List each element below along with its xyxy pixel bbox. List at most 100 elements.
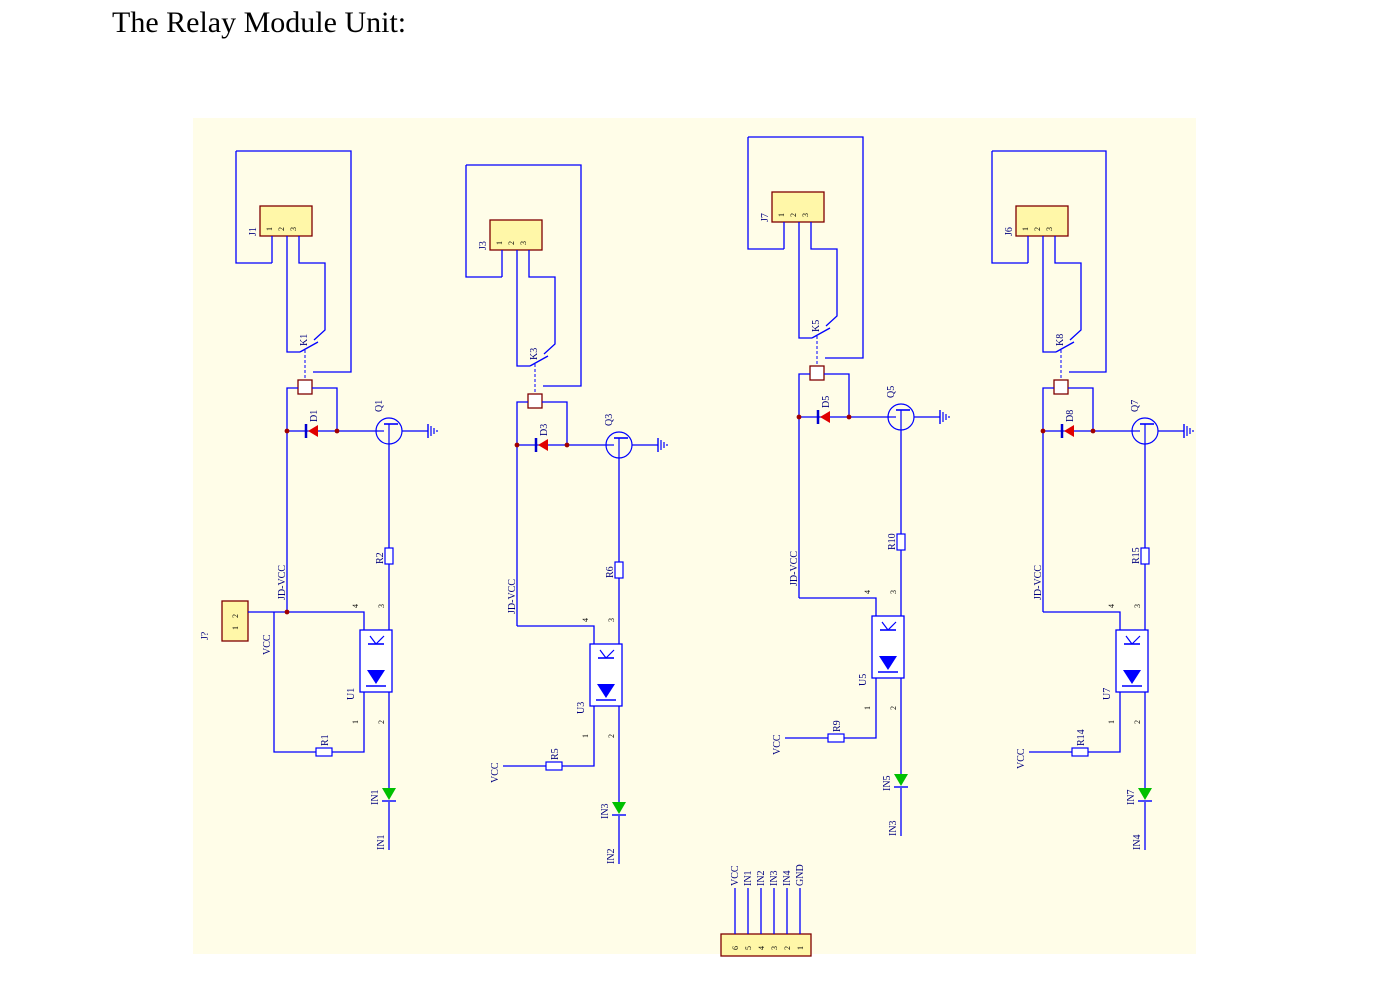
power-connector-body xyxy=(221,600,249,642)
led-resistor xyxy=(1071,747,1089,757)
base-resistor-ref: R2 xyxy=(375,552,386,564)
opto-led xyxy=(367,670,385,684)
opto-transistor xyxy=(369,635,377,645)
relay-ref: K1 xyxy=(299,334,310,346)
transistor-ref: Q5 xyxy=(886,386,897,398)
opto-supply-wire xyxy=(517,625,595,644)
opto-pin-number: 4 xyxy=(1107,604,1116,608)
led-resistor-wire xyxy=(562,706,595,767)
optocoupler xyxy=(1115,629,1149,693)
terminal-pin-number: 1 xyxy=(777,213,786,217)
relay-switch xyxy=(529,355,549,367)
vcc-net-label: VCC xyxy=(490,762,501,783)
diode-ref: D3 xyxy=(539,424,550,436)
terminal-lead xyxy=(298,236,326,341)
transistor-ref: Q3 xyxy=(604,414,615,426)
flyback-diode xyxy=(534,438,548,452)
diode-body xyxy=(820,411,830,423)
opto-pin-number: 2 xyxy=(607,734,616,738)
terminal-lead xyxy=(286,236,300,353)
ground-icon xyxy=(427,424,438,438)
optocoupler xyxy=(871,615,905,679)
power-connector-pin: 2 xyxy=(231,614,240,618)
transistor-ref: Q7 xyxy=(1130,400,1141,412)
terminal-lead xyxy=(528,250,556,355)
supply-net-label: JD-VCC xyxy=(507,579,518,614)
terminal-lead xyxy=(798,222,812,339)
relay-switch xyxy=(299,341,319,353)
terminal-body xyxy=(1015,205,1069,237)
junction-dot xyxy=(514,442,520,448)
led-resistor-ref: R5 xyxy=(550,748,561,760)
relay-frame xyxy=(747,137,784,250)
header-pin-number: 5 xyxy=(744,946,753,950)
connector-ref: J1 xyxy=(248,227,259,236)
opto-transistor xyxy=(599,649,607,659)
vcc-wire xyxy=(273,612,316,753)
input-net-label: IN4 xyxy=(1132,834,1143,850)
ground-icon xyxy=(657,438,668,452)
flyback-diode xyxy=(816,410,830,424)
terminal-pin-number: 3 xyxy=(1045,227,1054,231)
relay-switch xyxy=(1055,341,1075,353)
header-pin-number: 4 xyxy=(757,946,766,950)
indicator-led xyxy=(382,788,396,802)
terminal-pin-number: 1 xyxy=(265,227,274,231)
connector-ref: J7 xyxy=(760,213,771,222)
opto-led xyxy=(597,684,615,698)
terminal-pin-number: 3 xyxy=(289,227,298,231)
input-net-label: IN3 xyxy=(888,820,899,836)
coil-return-wire xyxy=(312,387,338,431)
led-resistor xyxy=(545,761,563,771)
opto-pin-number: 4 xyxy=(863,590,872,594)
optocoupler-ref: U5 xyxy=(858,674,869,686)
terminal-body xyxy=(489,219,543,251)
opto-pin-number: 3 xyxy=(889,590,898,594)
optocoupler xyxy=(359,629,393,693)
terminal-lead xyxy=(1054,236,1082,341)
terminal-pin-number: 2 xyxy=(277,227,286,231)
header-signal-label: IN3 xyxy=(769,870,780,886)
indicator-led xyxy=(1138,788,1152,802)
connector-ref: J6 xyxy=(1004,227,1015,236)
relay-frame xyxy=(465,165,502,278)
header-signal-label: IN4 xyxy=(782,870,793,886)
terminal-pin-number: 3 xyxy=(801,213,810,217)
relay-frame xyxy=(992,150,1107,373)
led-resistor-ref: R1 xyxy=(320,734,331,746)
coil-return-wire xyxy=(1068,387,1094,431)
indicator-ref: IN5 xyxy=(882,775,893,791)
led-resistor xyxy=(315,747,333,757)
relay-frame xyxy=(235,151,272,264)
relay-ref: K8 xyxy=(1055,334,1066,346)
input-net-label: IN2 xyxy=(606,848,617,864)
led-resistor-ref: R9 xyxy=(832,720,843,732)
relay-coil xyxy=(809,365,825,381)
opto-transistor xyxy=(887,621,897,631)
opto-pin-number: 4 xyxy=(351,604,360,608)
connector-ref: J3 xyxy=(478,241,489,250)
terminal-lead xyxy=(810,222,838,327)
optocoupler-ref: U7 xyxy=(1102,688,1113,700)
header-signal-label: IN2 xyxy=(756,870,767,886)
diode-body xyxy=(308,425,318,437)
terminal-pin-number: 1 xyxy=(495,241,504,245)
junction-dot xyxy=(846,414,852,420)
opto-pin-number: 3 xyxy=(1133,604,1142,608)
opto-pin-number: 1 xyxy=(1107,720,1116,724)
indicator-ref: IN1 xyxy=(370,789,381,805)
header-pin-number: 2 xyxy=(783,946,792,950)
opto-pin-number: 4 xyxy=(581,618,590,622)
opto-led xyxy=(1123,670,1141,684)
coil-supply-wire xyxy=(1042,387,1054,612)
flyback-diode xyxy=(1060,424,1074,438)
supply-net-label: JD-VCC xyxy=(1033,565,1044,600)
led-resistor-wire xyxy=(1088,692,1121,753)
opto-transistor xyxy=(1131,635,1141,645)
opto-led xyxy=(879,656,897,670)
